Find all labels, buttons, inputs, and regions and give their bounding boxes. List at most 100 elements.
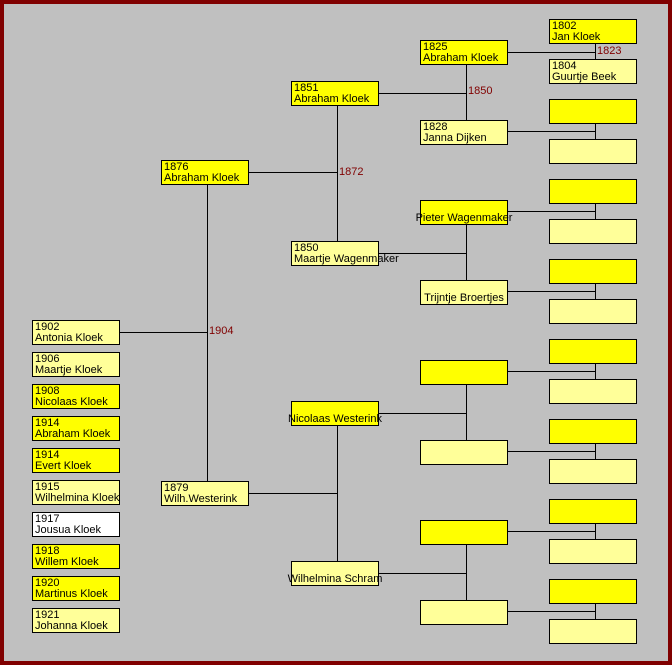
person-name: Trijntje Broertjes [424, 292, 504, 304]
birth-year: 1920 [35, 577, 60, 589]
great-great-grandparent-box[interactable] [549, 499, 637, 524]
great-grandparent-box[interactable] [420, 360, 508, 385]
birth-year: 1921 [35, 609, 60, 621]
connector-line [508, 611, 596, 612]
connector-line [595, 524, 596, 540]
person-name: Nicolaas Westerink [288, 413, 382, 425]
birth-year: 1804 [552, 60, 577, 72]
marriage-year: 1904 [209, 325, 234, 337]
great-great-grandparent-box[interactable] [549, 379, 637, 404]
great-great-grandparent-box[interactable] [549, 99, 637, 124]
person-name: Willem Kloek [35, 556, 99, 568]
great-great-grandparent-box[interactable] [549, 459, 637, 484]
person-name: Wilh.Westerink [164, 493, 238, 505]
connector-line [508, 211, 596, 212]
person-name: Maartje Wagenmaker [294, 253, 399, 265]
person-name: Janna Dijken [423, 132, 487, 144]
connector-line [379, 573, 467, 574]
connector-line [337, 106, 338, 242]
great-great-grandparent-box[interactable] [549, 299, 637, 324]
person-name: Evert Kloek [35, 460, 92, 472]
birth-year: 1876 [164, 161, 189, 173]
connector-line [508, 52, 596, 53]
great-great-grandparent-box[interactable] [549, 339, 637, 364]
great-great-grandparent-box[interactable] [549, 539, 637, 564]
great-grandparent-box[interactable] [420, 440, 508, 465]
connector-line [249, 493, 338, 494]
connector-line [508, 451, 596, 452]
great-great-grandparent-box[interactable] [549, 259, 637, 284]
birth-year: 1914 [35, 417, 60, 429]
connector-line [379, 253, 467, 254]
connector-line [595, 284, 596, 300]
person-name: Antonia Kloek [35, 332, 103, 344]
great-great-grandparent-box[interactable] [549, 619, 637, 644]
connector-line [595, 444, 596, 460]
person-name: Abraham Kloek [35, 428, 111, 440]
birth-year: 1828 [423, 121, 448, 133]
birth-year: 1915 [35, 481, 60, 493]
marriage-year: 1872 [339, 166, 364, 178]
birth-year: 1802 [552, 20, 577, 32]
connector-line [508, 531, 596, 532]
connector-line [508, 371, 596, 372]
marriage-year: 1823 [597, 45, 622, 57]
connector-line [207, 185, 208, 482]
grandparent-box[interactable]: Wilhelmina Schram [288, 561, 382, 586]
great-great-grandparent-box[interactable] [549, 219, 637, 244]
connector-line [595, 204, 596, 220]
connector-line [595, 364, 596, 380]
person-name: Johanna Kloek [35, 620, 108, 632]
person-name: Wilhelmina Kloek [35, 492, 120, 504]
connector-line [508, 131, 596, 132]
birth-year: 1825 [423, 41, 448, 53]
birth-year: 1914 [35, 449, 60, 461]
person-name: Jan Kloek [552, 31, 601, 43]
great-great-grandparent-box[interactable] [549, 419, 637, 444]
connector-line [379, 93, 467, 94]
person-name: Guurtje Beek [552, 71, 617, 83]
person-name: Abraham Kloek [294, 93, 370, 105]
connector-line [379, 413, 467, 414]
connector-line [249, 172, 338, 173]
birth-year: 1906 [35, 353, 60, 365]
great-great-grandparent-box[interactable] [549, 179, 637, 204]
great-grandparent-box[interactable] [420, 520, 508, 545]
great-grandparent-box[interactable]: Trijntje Broertjes [420, 280, 508, 305]
person-name: Abraham Kloek [164, 172, 240, 184]
great-great-grandparent-box[interactable] [549, 579, 637, 604]
great-great-grandparent-box[interactable] [549, 139, 637, 164]
connector-line [595, 124, 596, 140]
marriage-year: 1850 [468, 85, 493, 97]
connector-line [595, 604, 596, 620]
person-name: Wilhelmina Schram [287, 573, 383, 585]
person-name: Abraham Kloek [423, 52, 499, 64]
birth-year: 1902 [35, 321, 60, 333]
great-grandparent-box[interactable] [420, 600, 508, 625]
grandparent-box[interactable]: Nicolaas Westerink [288, 401, 382, 426]
person-name: Jousua Kloek [35, 524, 102, 536]
birth-year: 1917 [35, 513, 60, 525]
great-grandparent-box[interactable]: Pieter Wagenmaker [416, 200, 512, 225]
person-name: Maartje Kloek [35, 364, 103, 376]
birth-year: 1908 [35, 385, 60, 397]
